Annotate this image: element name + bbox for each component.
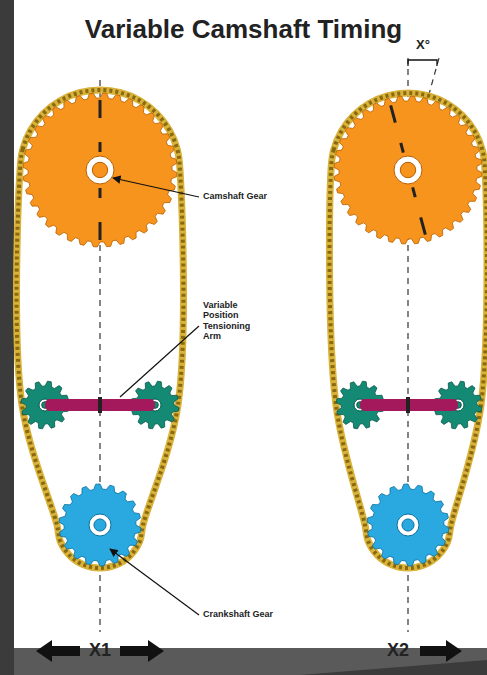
gear-teeth — [59, 484, 141, 566]
angle-label: X° — [403, 38, 443, 53]
chain-links — [329, 93, 486, 568]
gear-teeth — [23, 93, 177, 247]
part-label: Camshaft Gear — [203, 191, 293, 201]
gear — [367, 484, 449, 566]
gear-bore — [94, 519, 106, 531]
timing-mark — [99, 222, 102, 240]
timing-chain — [329, 93, 486, 568]
timing-mark — [99, 142, 102, 152]
diagram-title: Variable Camshaft Timing — [0, 14, 487, 45]
timing-mark — [401, 143, 404, 153]
gear-hub — [86, 156, 114, 184]
gears — [21, 93, 482, 566]
gear — [59, 484, 141, 566]
timing-mark — [421, 217, 426, 234]
shift-arrow — [36, 640, 80, 662]
leader-line — [120, 326, 199, 397]
gear-hub — [89, 514, 111, 536]
shift-label: X1 — [80, 640, 120, 661]
leader-line — [113, 178, 199, 197]
gear-hub — [397, 514, 419, 536]
arm-mark — [98, 397, 102, 413]
gear-bore — [92, 162, 107, 177]
part-label: Crankshaft Gear — [203, 609, 293, 619]
gear — [334, 96, 482, 244]
gear — [23, 93, 177, 247]
timing-mark — [413, 187, 416, 197]
timing-mark — [99, 188, 102, 198]
timing-mark — [99, 100, 102, 118]
gear-bore — [402, 519, 414, 531]
angle-bracket — [408, 60, 437, 66]
gear-teeth — [334, 96, 482, 244]
shift-arrow — [120, 640, 164, 662]
gear-teeth — [367, 484, 449, 566]
part-label: Variable Position Tensioning Arm — [203, 300, 261, 341]
timing-mark — [391, 105, 396, 122]
gear-hub — [394, 156, 422, 184]
arm-mark — [406, 397, 410, 413]
shift-label: X2 — [378, 640, 418, 661]
shift-arrow — [420, 640, 462, 662]
gear-bore — [400, 162, 415, 177]
slide-footer — [14, 648, 487, 675]
leader-line — [110, 549, 199, 615]
chain-links — [17, 90, 184, 568]
timing-chains — [17, 90, 487, 568]
timing-chain — [17, 90, 184, 568]
slide-panel — [14, 0, 487, 648]
